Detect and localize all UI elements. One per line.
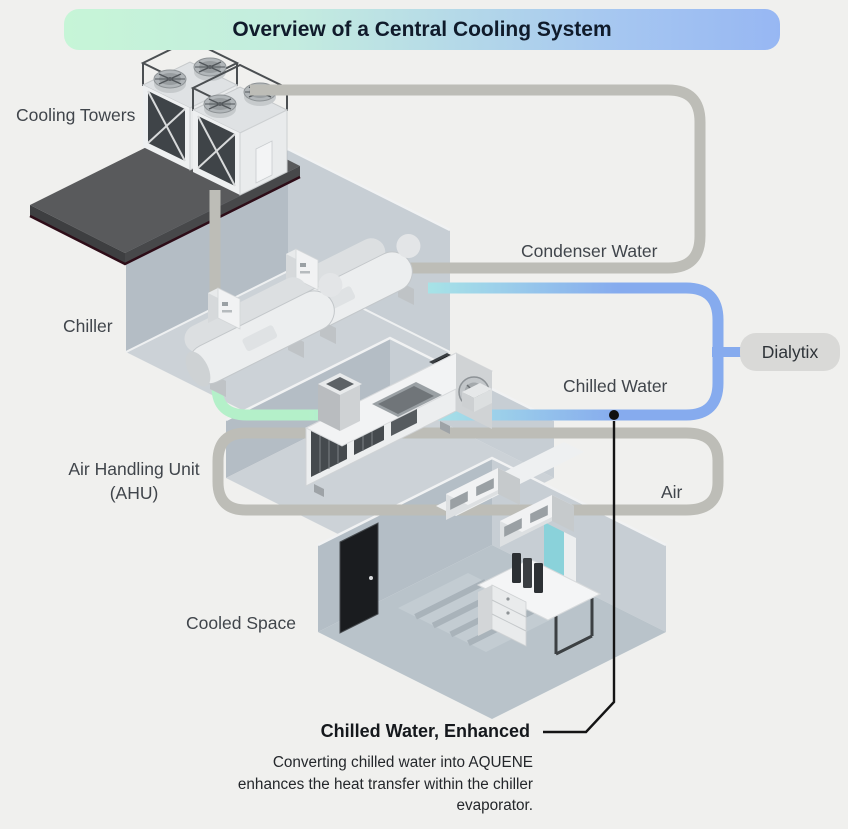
callout-description: Converting chilled water into AQUENE enh… bbox=[237, 754, 533, 814]
ahu-intake-duct bbox=[318, 373, 362, 431]
cooling-towers-label: Cooling Towers bbox=[16, 105, 136, 125]
chilled-water-label: Chilled Water bbox=[563, 376, 668, 396]
ahu-label-line1: Air Handling Unit bbox=[68, 459, 200, 479]
cooled-space-label: Cooled Space bbox=[186, 613, 296, 633]
callout-connector-line bbox=[543, 410, 619, 734]
condenser-water-pipe bbox=[209, 84, 706, 305]
ceiling-units bbox=[436, 442, 584, 547]
page-title: Overview of a Central Cooling System bbox=[64, 9, 780, 50]
callout-anchor-dot bbox=[609, 410, 619, 420]
ahu-label-line2: (AHU) bbox=[109, 483, 159, 503]
door bbox=[339, 522, 379, 634]
ahu-label: Air Handling Unit (AHU) bbox=[36, 457, 232, 505]
ahu-unit bbox=[304, 352, 494, 497]
chiller-label: Chiller bbox=[63, 316, 113, 336]
dialytix-badge: Dialytix bbox=[740, 333, 840, 371]
air-label: Air bbox=[661, 482, 683, 502]
air-pipe bbox=[212, 427, 724, 516]
condenser-water-label: Condenser Water bbox=[521, 241, 658, 261]
callout-title: Chilled Water, Enhanced bbox=[320, 721, 530, 741]
desk bbox=[476, 553, 602, 656]
binders bbox=[512, 553, 543, 593]
